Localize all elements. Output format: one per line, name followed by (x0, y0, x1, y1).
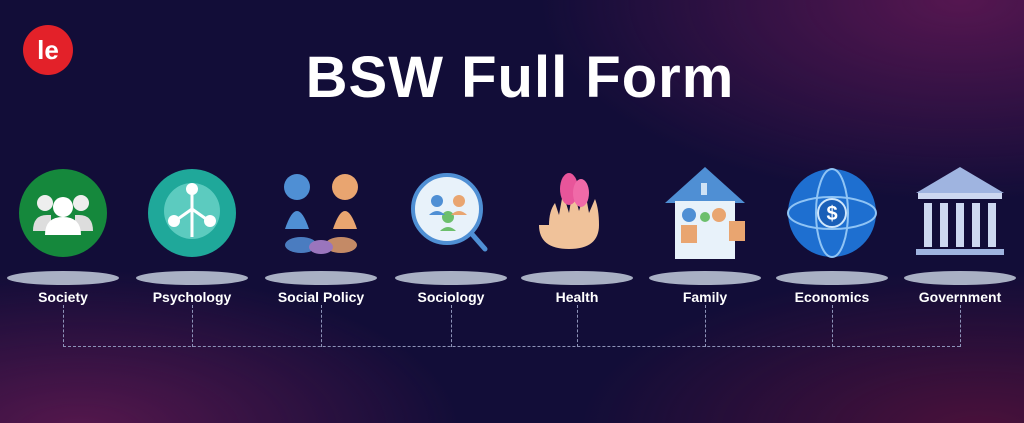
item-label: Economics (794, 289, 870, 305)
connector (960, 305, 961, 347)
connector (832, 305, 833, 347)
pedestal (136, 271, 248, 285)
item-social-policy: Social Policy (261, 165, 381, 305)
connector (63, 305, 64, 347)
house-family-icon (665, 167, 745, 259)
pedestal (904, 271, 1016, 285)
item-sociology: Sociology (391, 165, 511, 305)
item-label: Society (38, 289, 88, 305)
connector (577, 305, 578, 347)
item-label: Psychology (152, 289, 232, 305)
item-health: Health (517, 165, 637, 305)
pedestal (395, 271, 507, 285)
network-icon (148, 169, 236, 257)
item-label: Government (918, 289, 1002, 305)
item-economics: $ Economics (772, 165, 892, 305)
pedestal (265, 271, 377, 285)
pedestal (776, 271, 888, 285)
magnifier-people-icon (411, 173, 488, 252)
item-label: Sociology (417, 289, 485, 305)
item-family: Family (645, 165, 765, 305)
connector (451, 305, 452, 347)
item-society: Society (3, 165, 123, 305)
people-icon (284, 174, 358, 254)
group-icon (19, 169, 107, 257)
connector (705, 305, 706, 347)
connector (192, 305, 193, 347)
pedestal (521, 271, 633, 285)
pedestal (7, 271, 119, 285)
svg-text:$: $ (826, 203, 837, 225)
connector (321, 305, 322, 347)
page-title: BSW Full Form (305, 45, 735, 110)
item-label: Social Policy (277, 289, 365, 305)
pedestal (649, 271, 761, 285)
logo: le (23, 25, 73, 75)
globe-dollar-icon: $ (787, 168, 877, 258)
item-government: Government (900, 165, 1020, 305)
building-columns-icon (916, 167, 1004, 255)
connector-baseline (63, 346, 960, 347)
item-psychology: Psychology (132, 165, 252, 305)
hand-hearts-icon (539, 173, 599, 249)
item-label: Health (555, 289, 599, 305)
item-label: Family (682, 289, 728, 305)
